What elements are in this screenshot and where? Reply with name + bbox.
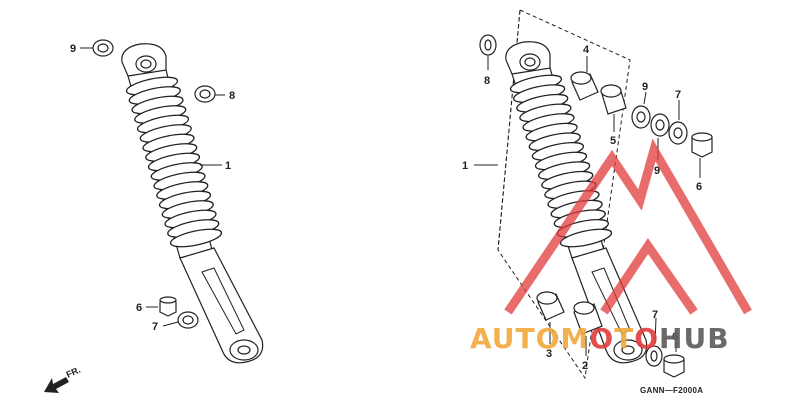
left-callout-1: 1 bbox=[225, 160, 231, 172]
right-callout-5: 5 bbox=[610, 135, 616, 147]
front-label: FR. bbox=[65, 365, 82, 380]
right-washer-7-upper bbox=[668, 121, 688, 145]
left-callout-9: 9 bbox=[70, 43, 76, 55]
right-bushing-2 bbox=[573, 301, 603, 335]
left-washer-7 bbox=[177, 311, 199, 329]
watermark-o-glyph-2: O bbox=[634, 322, 659, 355]
right-washer-9-upper bbox=[631, 105, 651, 129]
right-callout-6-lower: 6 bbox=[672, 331, 678, 343]
spring-coil bbox=[169, 228, 223, 248]
watermark-text: AUTOMOTOHUB bbox=[470, 322, 730, 355]
right-washer-7-lower bbox=[645, 345, 663, 367]
right-collar-5 bbox=[600, 84, 627, 115]
right-callout-4: 4 bbox=[583, 44, 590, 56]
left-shock-absorber bbox=[121, 43, 264, 364]
right-callout-9-lower: 9 bbox=[654, 165, 660, 177]
watermark-text-part1: AUTOM bbox=[470, 322, 589, 355]
right-callout-2: 2 bbox=[582, 360, 588, 372]
watermark-o-glyph: O bbox=[589, 322, 614, 355]
right-nut-6-lower bbox=[663, 354, 685, 378]
left-callout-8: 8 bbox=[229, 90, 235, 102]
diagram-code: GANN—F2000A bbox=[640, 386, 703, 395]
right-washer-9-lower bbox=[650, 113, 670, 137]
spring-coil bbox=[559, 228, 613, 248]
right-callout-9-upper: 9 bbox=[642, 81, 648, 93]
watermark-triangle-icon bbox=[504, 138, 752, 315]
right-callout-7-lower: 7 bbox=[652, 309, 658, 321]
right-callout-1: 1 bbox=[462, 160, 468, 172]
svg-text:AUTOMOTOHUB: AUTOMOTOHUB bbox=[470, 322, 730, 355]
right-washer-8 bbox=[479, 34, 497, 56]
right-callout-7-upper: 7 bbox=[675, 89, 681, 101]
watermark-text-part3: HUB bbox=[659, 322, 730, 355]
right-leader-lines bbox=[474, 56, 701, 356]
left-callout-7: 7 bbox=[152, 321, 158, 333]
front-direction-arrow: FR. bbox=[44, 365, 82, 393]
right-callout-3: 3 bbox=[546, 348, 552, 360]
exploded-frame bbox=[497, 9, 631, 380]
left-callout-6: 6 bbox=[136, 302, 142, 314]
watermark-text-part2: T bbox=[614, 322, 634, 355]
right-bushing-3 bbox=[536, 291, 565, 321]
watermark-logo bbox=[504, 138, 752, 315]
left-nut-6 bbox=[159, 296, 177, 317]
left-washer-8 bbox=[194, 85, 216, 103]
right-nut-6-upper bbox=[691, 132, 713, 158]
right-bushing-4 bbox=[570, 71, 599, 101]
right-callout-8: 8 bbox=[484, 75, 490, 87]
left-leader-lines bbox=[80, 47, 225, 327]
left-washer-9 bbox=[92, 39, 114, 57]
right-callout-6-upper: 6 bbox=[696, 181, 702, 193]
